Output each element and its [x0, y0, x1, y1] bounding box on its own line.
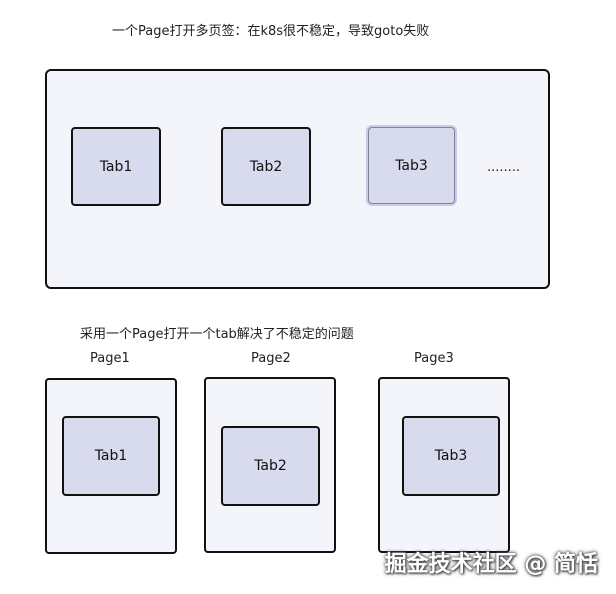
- tab-box-1: Tab1: [71, 127, 161, 206]
- tab-label: Tab2: [254, 458, 287, 474]
- more-tabs-ellipsis: ........: [487, 160, 521, 175]
- top-caption: 一个Page打开多页签：在k8s很不稳定，导致goto失败: [112, 24, 430, 39]
- page-label-3: Page3: [414, 351, 454, 366]
- page-tab-box-3: Tab3: [402, 416, 500, 496]
- tab-label: Tab1: [94, 448, 128, 464]
- tab-label: Tab3: [434, 448, 468, 464]
- tab-box-2: Tab2: [221, 127, 311, 206]
- tab-label: Tab3: [395, 157, 428, 174]
- page-label-2: Page2: [251, 351, 291, 366]
- tab-label: Tab2: [249, 158, 283, 175]
- tab-label: Tab1: [99, 158, 133, 175]
- bottom-caption: 采用一个Page打开一个tab解决了不稳定的问题: [80, 327, 354, 342]
- tab-box-3: Tab3: [368, 127, 455, 204]
- page-label-1: Page1: [90, 351, 130, 366]
- page-tab-box-1: Tab1: [62, 416, 160, 496]
- footer-watermark: 掘金技术社区 @ 简恬: [384, 552, 598, 577]
- page-tab-box-2: Tab2: [221, 426, 320, 506]
